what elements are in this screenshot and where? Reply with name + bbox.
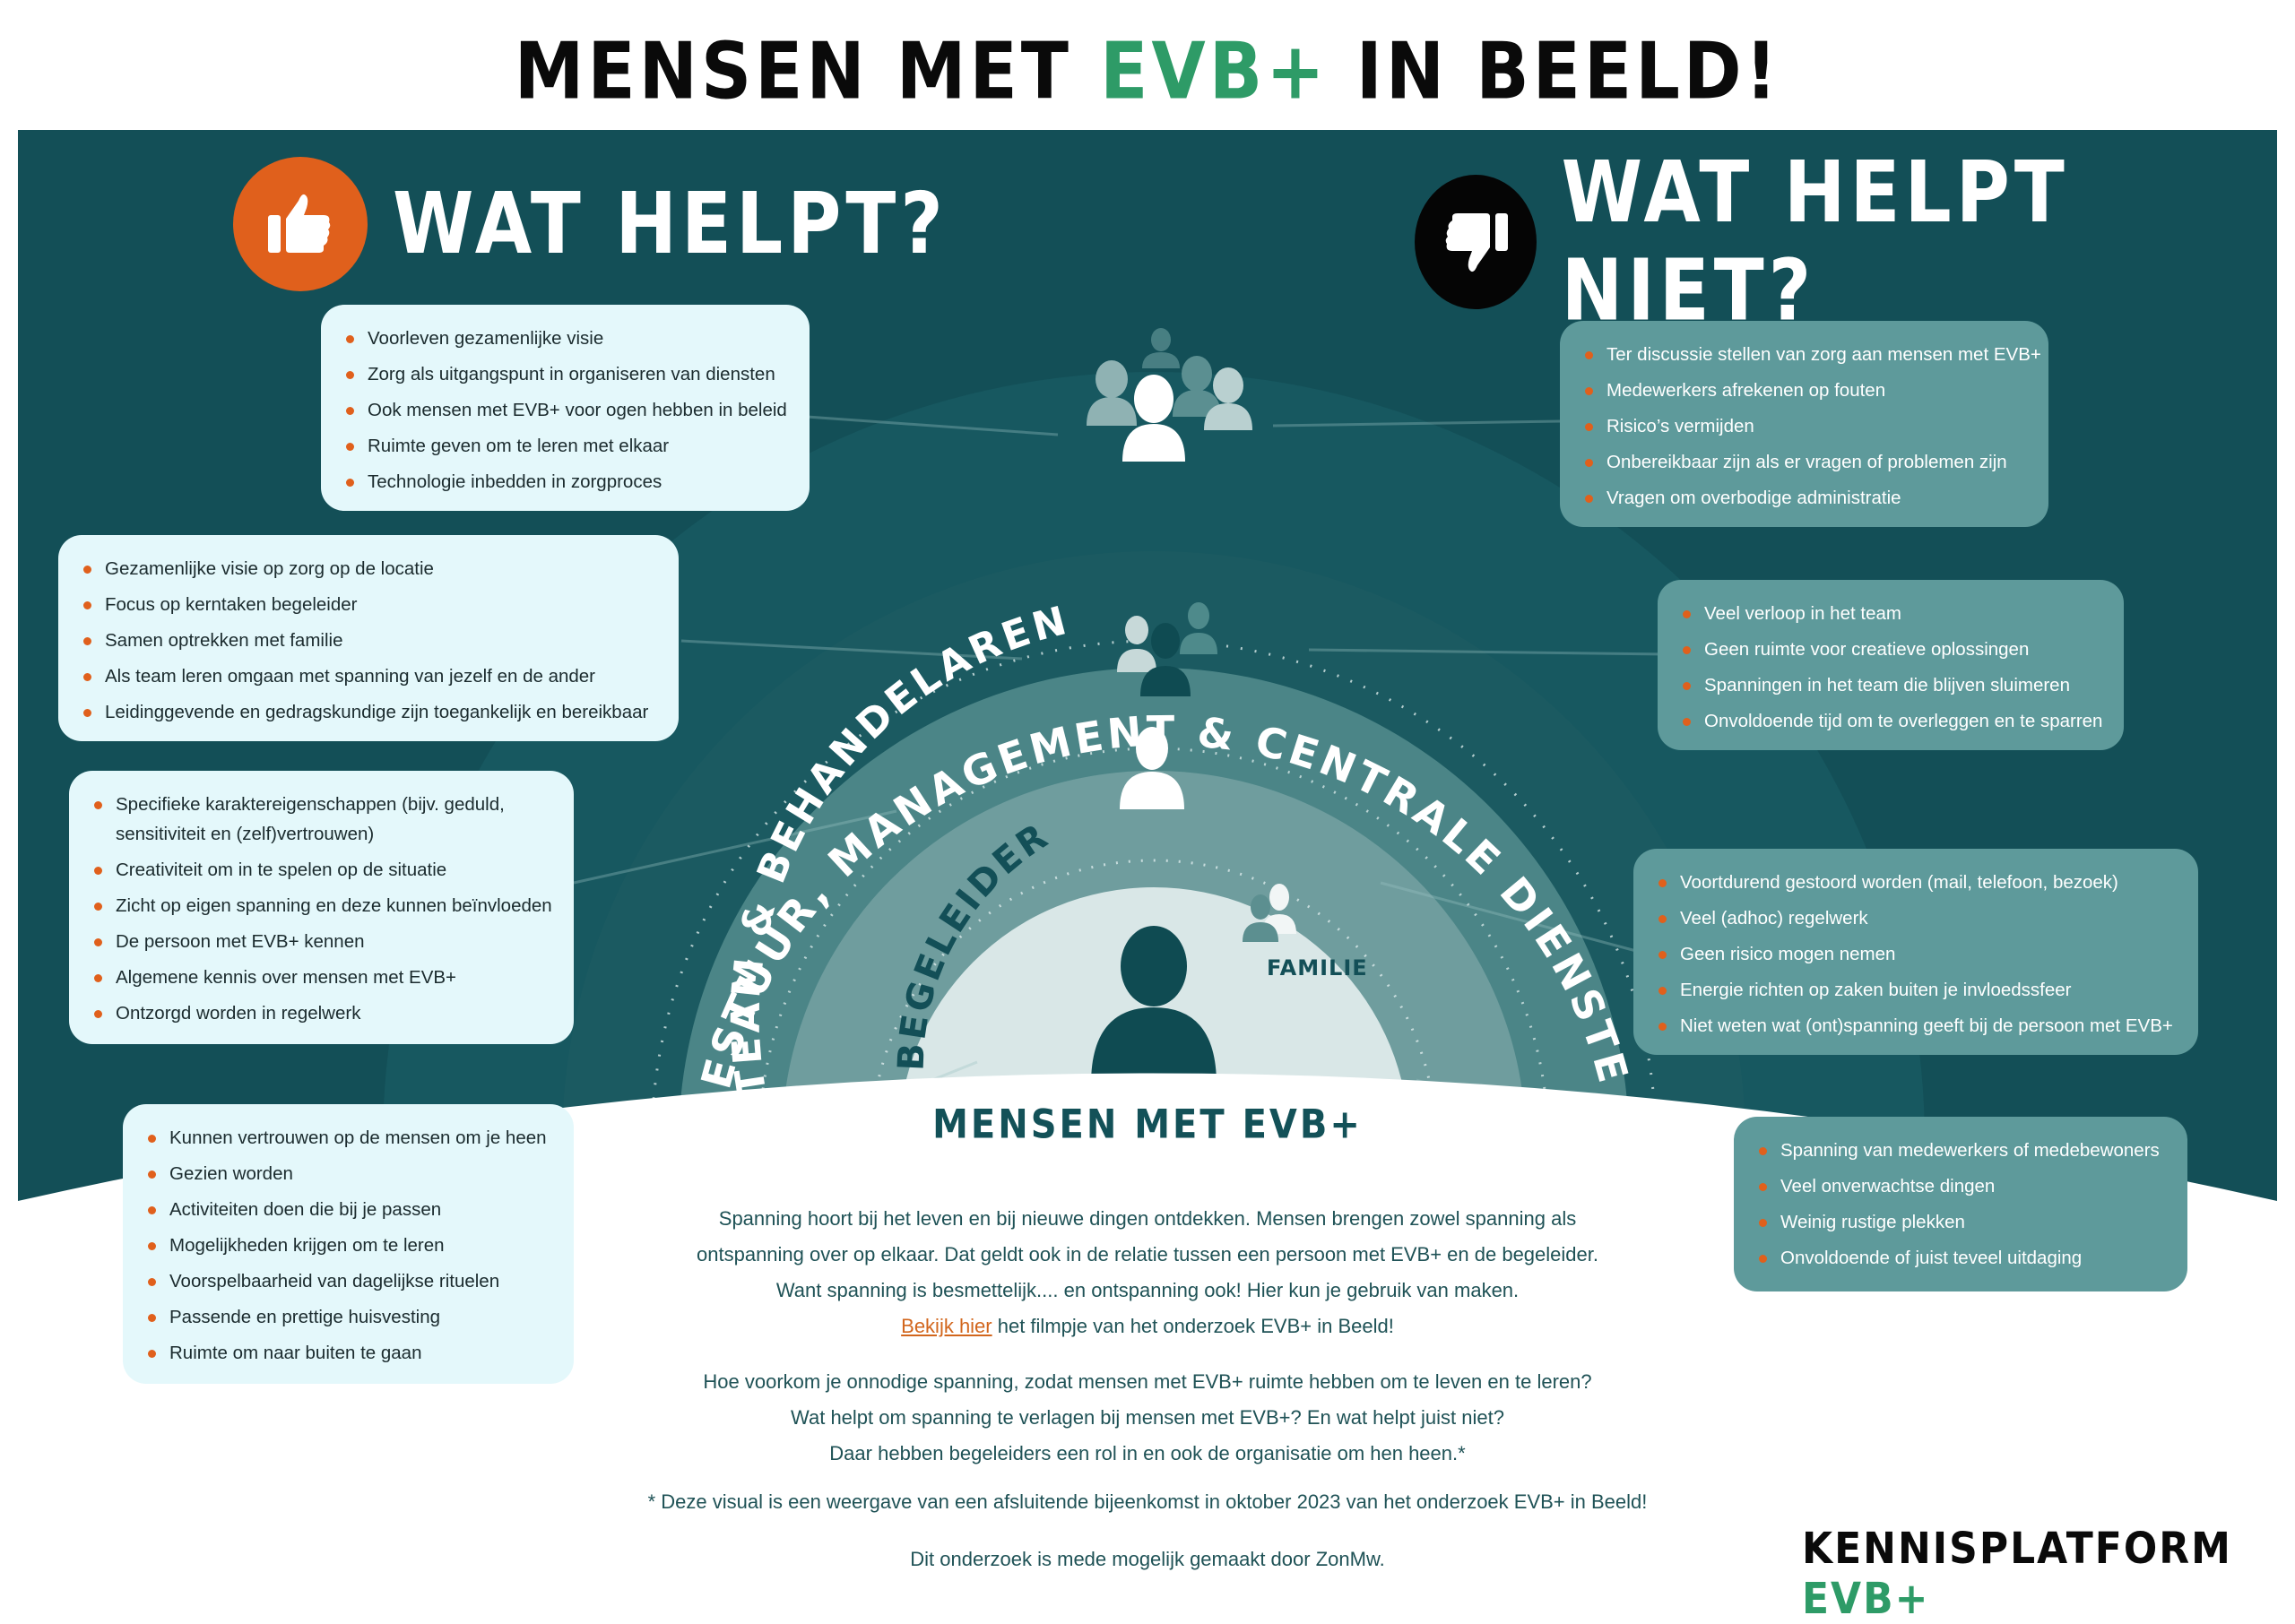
familie-label: FAMILIE <box>1267 955 1368 980</box>
page-title: MENSEN MET EVB+ IN BEELD! <box>0 27 2295 117</box>
list-item: Onbereikbaar zijn als er vragen of probl… <box>1585 445 2025 480</box>
list-item: Specifieke karaktereigenschappen (bijv. … <box>94 787 550 852</box>
not-helps-title: WAT HELPT NIET? <box>1561 143 2069 341</box>
title-suffix: IN BEELD! <box>1328 27 1781 117</box>
list-item: Spanning van medewerkers of medebewoners <box>1759 1133 2164 1169</box>
not-helps-box-bestuur: Ter discussie stellen van zorg aan mense… <box>1560 321 2048 527</box>
list-item: Onvoldoende of juist teveel uitdaging <box>1759 1240 2164 1276</box>
list-item: Voorleven gezamenlijke visie <box>346 321 786 357</box>
list-item: Voortdurend gestoord worden (mail, telef… <box>1658 865 2175 901</box>
video-link[interactable]: Bekijk hier <box>901 1315 992 1337</box>
list-item: Creativiteit om in te spelen op de situa… <box>94 852 550 888</box>
diagram-panel: FAMILIE BESTUUR, MANAGEMENT & CENTRALE D… <box>18 130 2277 1219</box>
center-label: MENSEN MET EVB+ <box>932 1101 1363 1148</box>
list-item: Risico’s vermijden <box>1585 409 2025 445</box>
begeleider-person-icon <box>1120 727 1184 809</box>
thumbs-down-icon <box>1415 175 1537 309</box>
kennisplatform-logo: KENNISPLATFORM EVB+ <box>1802 1524 2295 1624</box>
list-item: Ontzorgd worden in regelwerk <box>94 996 550 1032</box>
list-item: De persoon met EVB+ kennen <box>94 924 550 960</box>
title-accent: EVB+ <box>1100 27 1329 117</box>
list-item: Samen optrekken met familie <box>83 623 655 659</box>
list-item: Activiteiten doen die bij je passen <box>148 1192 550 1228</box>
list-item: Zicht op eigen spanning en deze kunnen b… <box>94 888 552 924</box>
list-item: Technologie inbedden in zorgproces <box>346 464 786 500</box>
list-item: Spanningen in het team die blijven sluim… <box>1683 668 2100 704</box>
intro-line: Spanning hoort bij het leven en bij nieu… <box>718 1207 1577 1230</box>
helps-box-team: Gezamenlijke visie op zorg op de locatie… <box>58 535 679 741</box>
thumbs-up-icon <box>233 157 368 291</box>
list-item: Veel verloop in het team <box>1683 596 2100 632</box>
video-link-line: Bekijk hier het filmpje van het onderzoe… <box>610 1309 1685 1344</box>
header-helps: WAT HELPT? <box>233 157 948 291</box>
list-item: Geen risico mogen nemen <box>1658 937 2175 972</box>
questions-text: Hoe voorkom je onnodige spanning, zodat … <box>610 1364 1685 1472</box>
list-item: Veel (adhoc) regelwerk <box>1658 901 2175 937</box>
question-line: Hoe voorkom je onnodige spanning, zodat … <box>703 1370 1592 1393</box>
list-item: Algemene kennis over mensen met EVB+ <box>94 960 550 996</box>
title-prefix: MENSEN MET <box>514 27 1101 117</box>
list-item: Veel onverwachtse dingen <box>1759 1169 2164 1205</box>
list-item: Passende en prettige huisvesting <box>148 1300 550 1335</box>
helps-box-mensen: Kunnen vertrouwen op de mensen om je hee… <box>123 1104 574 1384</box>
people-group-icon <box>1087 328 1252 462</box>
list-item: Ruimte geven om te leren met elkaar <box>346 428 786 464</box>
question-line: Daar hebben begeleiders een rol in en oo… <box>829 1442 1466 1464</box>
logo-prefix: KENNISPLATFORM <box>1802 1523 2232 1574</box>
list-item: Geen ruimte voor creatieve oplossingen <box>1683 632 2100 668</box>
list-item: Leidinggevende en gedragskundige zijn to… <box>83 695 655 730</box>
funder-note: Dit onderzoek is mede mogelijk gemaakt d… <box>910 1548 1385 1570</box>
list-item: Ook mensen met EVB+ voor ogen hebben in … <box>346 393 787 428</box>
list-item: Mogelijkheden krijgen om te leren <box>148 1228 550 1264</box>
list-item: Kunnen vertrouwen op de mensen om je hee… <box>148 1120 550 1156</box>
question-line: Wat helpt om spanning te verlagen bij me… <box>791 1406 1504 1429</box>
not-helps-box-mensen: Spanning van medewerkers of medebewoners… <box>1734 1117 2187 1291</box>
video-link-suffix: het filmpje van het onderzoek EVB+ in Be… <box>992 1315 1394 1337</box>
intro-text: Spanning hoort bij het leven en bij nieu… <box>610 1201 1685 1344</box>
list-item: Vragen om overbodige administratie <box>1585 480 2025 516</box>
person-evb-icon <box>1091 926 1217 1084</box>
list-item: Focus op kerntaken begeleider <box>83 587 655 623</box>
list-item: Medewerkers afrekenen op fouten <box>1585 373 2025 409</box>
list-item: Niet weten wat (ont)spanning geeft bij d… <box>1658 1008 2175 1044</box>
not-helps-box-team: Veel verloop in het team Geen ruimte voo… <box>1658 580 2124 750</box>
footnote: * Deze visual is een weergave van een af… <box>647 1490 1648 1513</box>
header-not-helps: WAT HELPT NIET? <box>1415 144 2277 340</box>
helps-title: WAT HELPT? <box>393 175 948 273</box>
list-item: Voorspelbaarheid van dagelijkse rituelen <box>148 1264 550 1300</box>
not-helps-box-begeleider: Voortdurend gestoord worden (mail, telef… <box>1633 849 2198 1055</box>
logo-accent: EVB+ <box>1802 1574 1930 1624</box>
list-item: Onvoldoende tijd om te overleggen en te … <box>1683 704 2102 739</box>
team-people-icon <box>1117 602 1217 696</box>
helps-box-bestuur: Voorleven gezamenlijke visie Zorg als ui… <box>321 305 810 511</box>
list-item: Weinig rustige plekken <box>1759 1205 2164 1240</box>
list-item: Gezien worden <box>148 1156 550 1192</box>
intro-line: Want spanning is besmettelijk.... en ont… <box>775 1279 1520 1301</box>
list-item: Ruimte om naar buiten te gaan <box>148 1335 550 1371</box>
list-item: Energie richten op zaken buiten je invlo… <box>1658 972 2175 1008</box>
familie-people-icon <box>1243 884 1296 942</box>
list-item: Ter discussie stellen van zorg aan mense… <box>1585 337 2041 373</box>
list-item: Als team leren omgaan met spanning van j… <box>83 659 655 695</box>
bottom-arc <box>18 1073 2277 1219</box>
intro-line: ontspanning over op elkaar. Dat geldt oo… <box>697 1243 1598 1266</box>
list-item: Zorg als uitgangspunt in organiseren van… <box>346 357 786 393</box>
helps-box-begeleider: Specifieke karaktereigenschappen (bijv. … <box>69 771 574 1044</box>
list-item: Gezamenlijke visie op zorg op de locatie <box>83 551 655 587</box>
